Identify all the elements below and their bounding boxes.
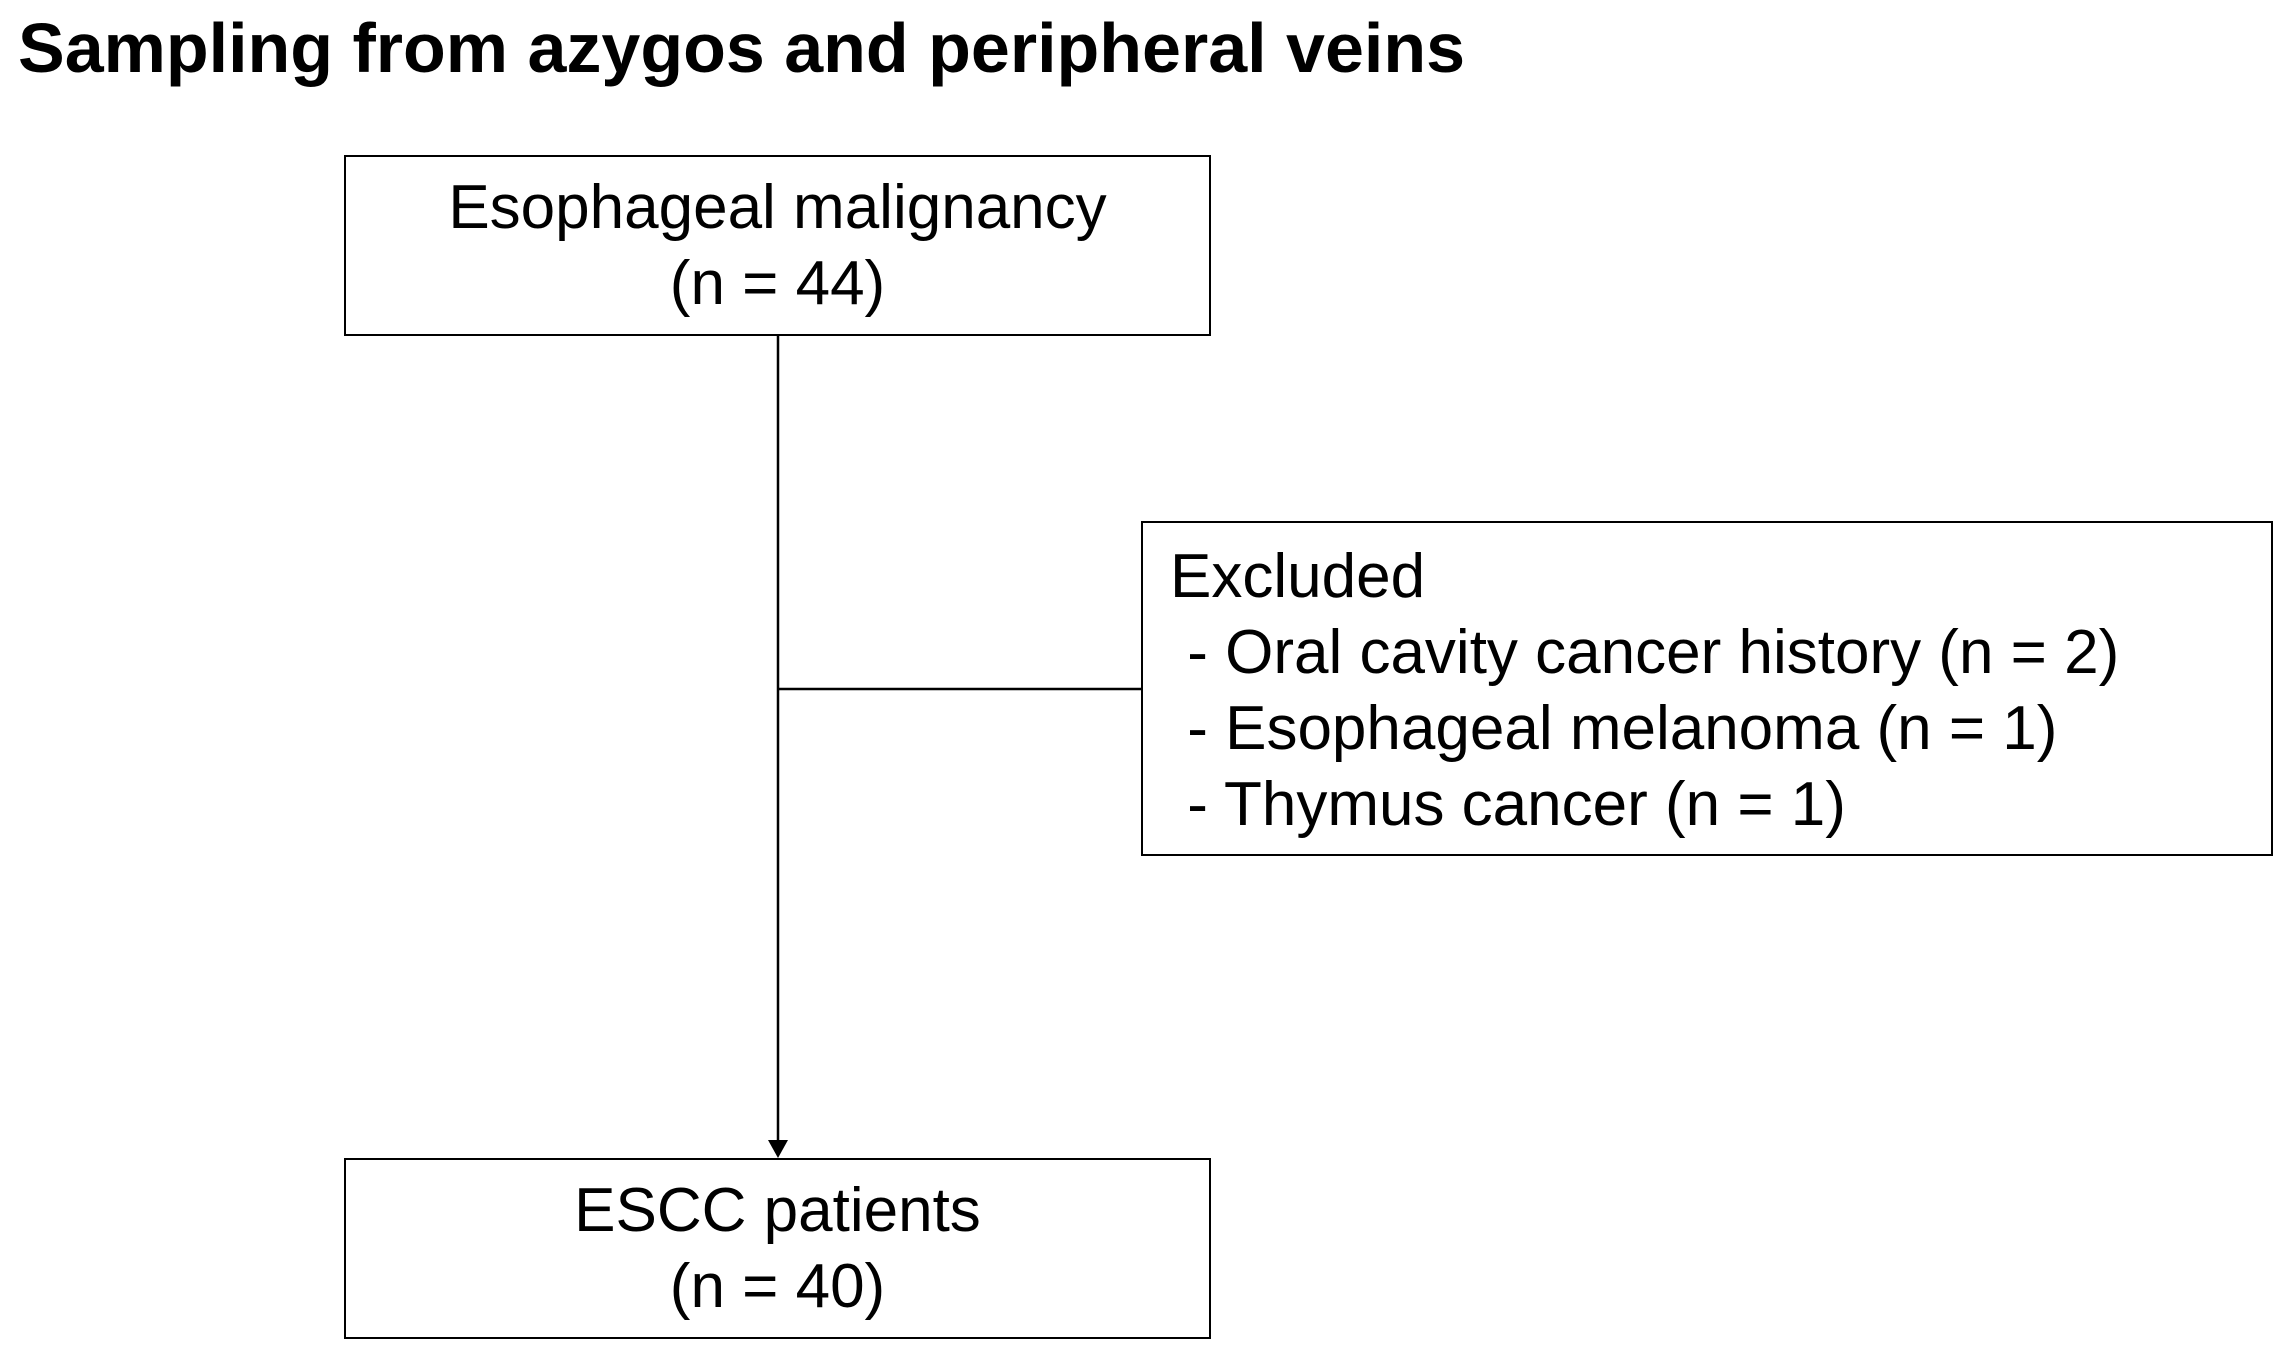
end-node-count: (n = 40) xyxy=(669,1251,886,1321)
start-node-label: Esophageal malignancy xyxy=(448,172,1107,242)
start-node-count: (n = 44) xyxy=(669,248,886,318)
excluded-item: - Oral cavity cancer history (n = 2) xyxy=(1170,618,2120,687)
excluded-item: - Esophageal melanoma (n = 1) xyxy=(1170,694,2058,763)
excluded-item: - Thymus cancer (n = 1) xyxy=(1170,770,1846,839)
diagram-title: Sampling from azygos and peripheral vein… xyxy=(18,9,1466,87)
arrow-head xyxy=(768,1140,788,1158)
end-node-box: ESCC patients (n = 40) xyxy=(344,1158,1211,1339)
start-node-box: Esophageal malignancy (n = 44) xyxy=(344,155,1211,336)
excluded-node-box: Excluded - Oral cavity cancer history (n… xyxy=(1141,521,2273,856)
end-node-label: ESCC patients xyxy=(574,1175,981,1245)
excluded-heading: Excluded xyxy=(1170,542,1426,611)
